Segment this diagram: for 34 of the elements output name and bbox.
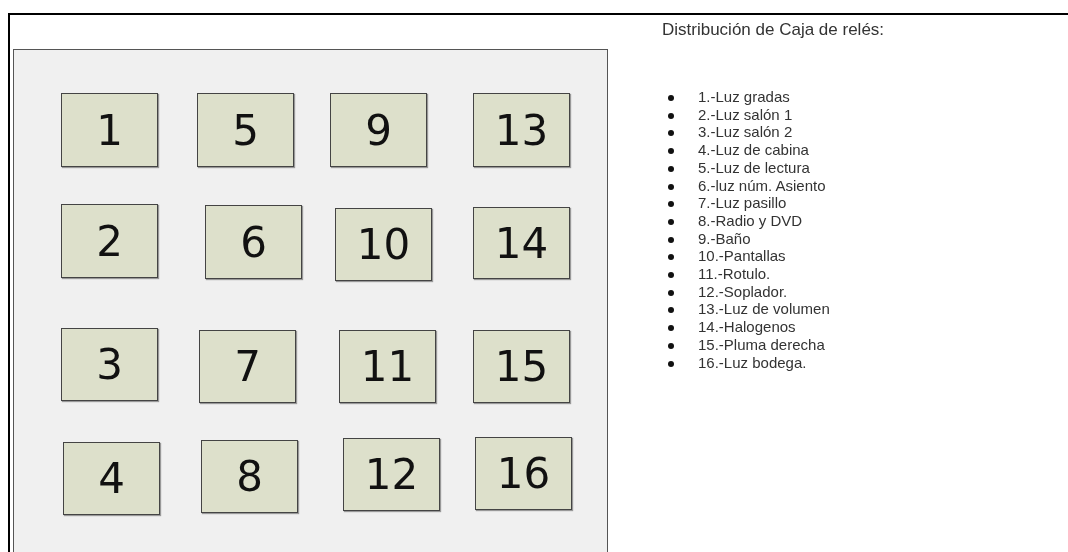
list-item: 13.-Luz de volumen — [698, 300, 830, 318]
relay-slot: 7 — [199, 330, 296, 403]
list-item: 14.-Halogenos — [698, 318, 796, 336]
relay-slot: 6 — [205, 205, 302, 279]
list-item: 4.-Luz de cabina — [698, 141, 809, 159]
list-item: 10.-Pantallas — [698, 247, 786, 265]
list-item: 5.-Luz de lectura — [698, 158, 810, 176]
relay-slot: 15 — [473, 330, 570, 403]
relay-slot: 14 — [473, 207, 570, 279]
list-item: 1.-Luz gradas — [698, 88, 790, 105]
relay-slot: 3 — [61, 328, 158, 401]
relay-slot: 2 — [61, 204, 158, 278]
relay-slot: 4 — [63, 442, 160, 515]
list-item: 7.-Luz pasillo — [698, 194, 787, 212]
relay-slot: 8 — [201, 440, 298, 513]
list-item: 16.-Luz bodega. — [698, 353, 807, 371]
list-item: 6.-luz núm. Asiento — [698, 176, 826, 194]
list-item: 15.-Pluma derecha — [698, 335, 825, 353]
list-item: 9.-Baño — [698, 229, 751, 247]
relay-slot: 1 — [61, 93, 158, 167]
list-item: 3.-Luz salón 2 — [698, 123, 793, 141]
relay-slot: 13 — [473, 93, 570, 167]
list-item: 2.-Luz salón 1 — [698, 105, 793, 123]
relay-box-panel — [13, 49, 608, 552]
relay-slot: 9 — [330, 93, 427, 167]
relay-slot: 10 — [335, 208, 432, 281]
list-item: 8.-Radio y DVD — [698, 211, 803, 229]
relay-slot: 16 — [475, 437, 572, 510]
relay-slot: 11 — [339, 330, 436, 403]
title: Distribución de Caja de relés: — [662, 20, 885, 40]
list-item: 11.-Rotulo. — [698, 265, 771, 282]
list-item: 12.-Soplador. — [698, 282, 788, 300]
relay-slot: 12 — [343, 438, 440, 511]
relay-slot: 5 — [197, 93, 294, 167]
